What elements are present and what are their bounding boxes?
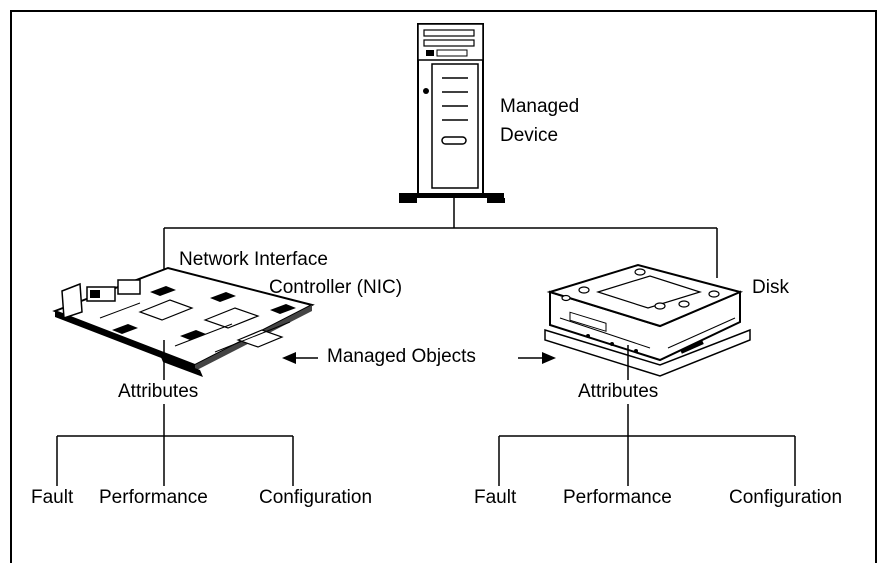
attributes-right-label: Attributes <box>574 381 663 403</box>
right-performance-label: Performance <box>559 487 676 509</box>
disk-label: Disk <box>752 277 789 298</box>
attributes-left-label: Attributes <box>114 381 203 403</box>
left-configuration-label: Configuration <box>255 487 377 509</box>
right-configuration-label: Configuration <box>725 487 847 509</box>
left-performance-label: Performance <box>95 487 212 509</box>
managed-objects-label: Managed Objects <box>323 346 480 368</box>
managed-device-label-line1: Managed <box>500 96 580 117</box>
nic-label-line1: Network Interface <box>179 249 328 270</box>
network-card-icon <box>52 266 315 377</box>
right-fault-label: Fault <box>470 487 521 509</box>
disk-drive-icon <box>544 263 751 377</box>
managed-device-label-line2: Device <box>500 125 559 146</box>
frame-border <box>10 10 877 563</box>
left-fault-label: Fault <box>27 487 78 509</box>
tower-server-icon <box>399 23 505 203</box>
nic-label-line2: Controller (NIC) <box>269 277 403 298</box>
